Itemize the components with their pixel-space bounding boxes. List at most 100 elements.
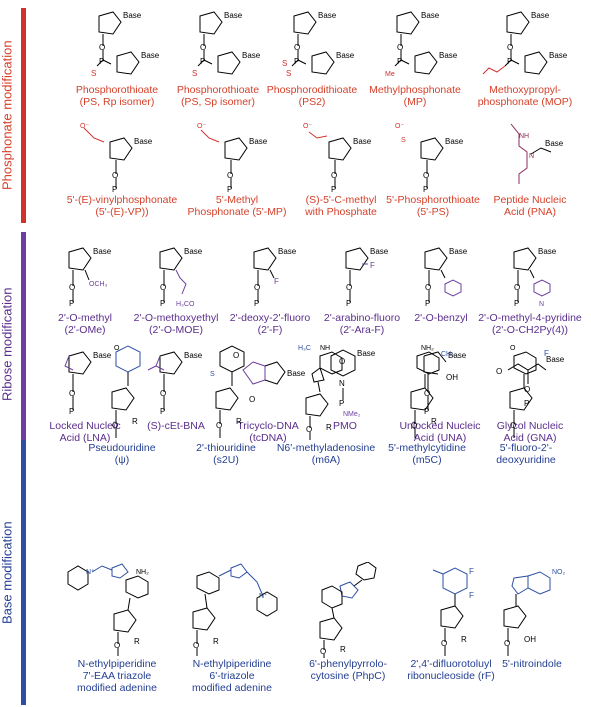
svg-text:P: P bbox=[99, 57, 104, 66]
svg-text:R: R bbox=[236, 417, 242, 426]
svg-text:O: O bbox=[346, 283, 352, 292]
svg-text:O: O bbox=[510, 421, 516, 430]
svg-text:R: R bbox=[132, 417, 138, 426]
svg-text:O: O bbox=[160, 389, 166, 398]
svg-text:O: O bbox=[441, 639, 447, 648]
caption: PMO bbox=[333, 420, 357, 432]
svg-text:O: O bbox=[514, 283, 520, 292]
svg-text:R: R bbox=[340, 645, 346, 654]
structure-drawing: Base OP bbox=[424, 247, 468, 308]
svg-text:P: P bbox=[424, 407, 429, 416]
svg-text:Base: Base bbox=[93, 351, 112, 360]
base-color-bar bbox=[21, 440, 26, 705]
svg-text:O: O bbox=[114, 641, 120, 650]
svg-text:P: P bbox=[514, 299, 519, 308]
svg-text:O: O bbox=[112, 421, 118, 430]
svg-text:S: S bbox=[401, 137, 406, 144]
structure-drawing: Base OP Base S bbox=[192, 11, 261, 78]
svg-text:O: O bbox=[504, 639, 510, 648]
caption: 5'-fluoro-2'-deoxyuridine bbox=[496, 442, 556, 466]
svg-text:O: O bbox=[424, 389, 430, 398]
svg-text:Base: Base bbox=[224, 11, 243, 20]
svg-text:P: P bbox=[160, 299, 165, 308]
svg-text:S: S bbox=[210, 371, 215, 378]
svg-text:Base: Base bbox=[549, 51, 568, 60]
caption: 2'-O-methyl-4-pyridine(2'-O-CH2Py(4)) bbox=[478, 312, 582, 336]
svg-text:Base: Base bbox=[538, 247, 557, 256]
svg-text:P: P bbox=[339, 399, 344, 408]
svg-text:P: P bbox=[227, 185, 232, 194]
svg-text:P: P bbox=[507, 57, 512, 66]
svg-text:P: P bbox=[69, 407, 74, 416]
structure-drawing: Base OP F bbox=[345, 247, 389, 308]
svg-text:Base: Base bbox=[545, 139, 564, 148]
svg-text:NO₂: NO₂ bbox=[552, 569, 566, 576]
svg-text:P: P bbox=[397, 57, 402, 66]
caption: 5'-Phosphorothioate(5'-PS) bbox=[386, 194, 480, 218]
section-base: Base modification bbox=[0, 440, 591, 707]
svg-text:N: N bbox=[339, 379, 345, 388]
svg-text:O: O bbox=[411, 421, 417, 430]
svg-text:H₃C: H₃C bbox=[298, 345, 311, 352]
svg-text:Base: Base bbox=[357, 349, 376, 358]
structure-drawing: OF O bbox=[509, 345, 549, 438]
svg-text:NH: NH bbox=[320, 345, 330, 352]
caption: 5'-methylcytidine(m5C) bbox=[388, 442, 466, 466]
svg-text:CH₃: CH₃ bbox=[441, 351, 454, 358]
svg-text:Base: Base bbox=[336, 51, 355, 60]
svg-text:S: S bbox=[192, 69, 197, 78]
structure-drawing: Base OP Base bbox=[482, 11, 568, 75]
svg-text:NH: NH bbox=[519, 133, 529, 140]
svg-text:N: N bbox=[529, 153, 534, 160]
svg-text:S: S bbox=[282, 59, 287, 68]
caption: (S)-cEt-BNA bbox=[147, 420, 205, 432]
svg-text:O: O bbox=[294, 43, 300, 52]
svg-text:O: O bbox=[114, 345, 120, 352]
svg-text:O: O bbox=[423, 171, 429, 180]
svg-text:O: O bbox=[254, 283, 260, 292]
svg-text:O: O bbox=[69, 389, 75, 398]
svg-text:NMe₂: NMe₂ bbox=[343, 411, 361, 418]
svg-text:O: O bbox=[69, 283, 75, 292]
structure-drawing: O⁻ Base OP bbox=[303, 123, 372, 194]
caption: Methoxypropyl-phosphonate (MOP) bbox=[477, 84, 573, 108]
structure-drawing: O O R bbox=[111, 345, 141, 438]
svg-text:O: O bbox=[112, 171, 118, 180]
svg-text:O: O bbox=[320, 647, 326, 656]
svg-text:Base: Base bbox=[93, 247, 112, 256]
svg-text:O: O bbox=[397, 43, 403, 52]
structure-drawing: O⁻S Base OP bbox=[395, 123, 464, 194]
structure-drawing: Base OP Base S bbox=[91, 11, 160, 78]
caption: 2'-thiouridine(s2U) bbox=[196, 442, 256, 466]
svg-text:Base: Base bbox=[141, 51, 160, 60]
structure-drawing: Base OP N bbox=[513, 247, 557, 308]
svg-text:R: R bbox=[461, 635, 467, 644]
svg-text:P: P bbox=[294, 57, 299, 66]
structure-drawing: Base OP OCH₃ bbox=[68, 247, 112, 308]
svg-text:Base: Base bbox=[445, 137, 464, 146]
svg-text:S: S bbox=[91, 69, 96, 78]
svg-text:O: O bbox=[99, 43, 105, 52]
svg-text:O: O bbox=[331, 171, 337, 180]
phosphonate-section-label: Phosphonate modification bbox=[0, 40, 15, 191]
ribose-section-label: Ribose modification bbox=[0, 287, 15, 402]
svg-text:Base: Base bbox=[242, 51, 261, 60]
svg-text:O: O bbox=[160, 283, 166, 292]
svg-text:O⁻: O⁻ bbox=[197, 123, 206, 130]
svg-text:O: O bbox=[227, 171, 233, 180]
